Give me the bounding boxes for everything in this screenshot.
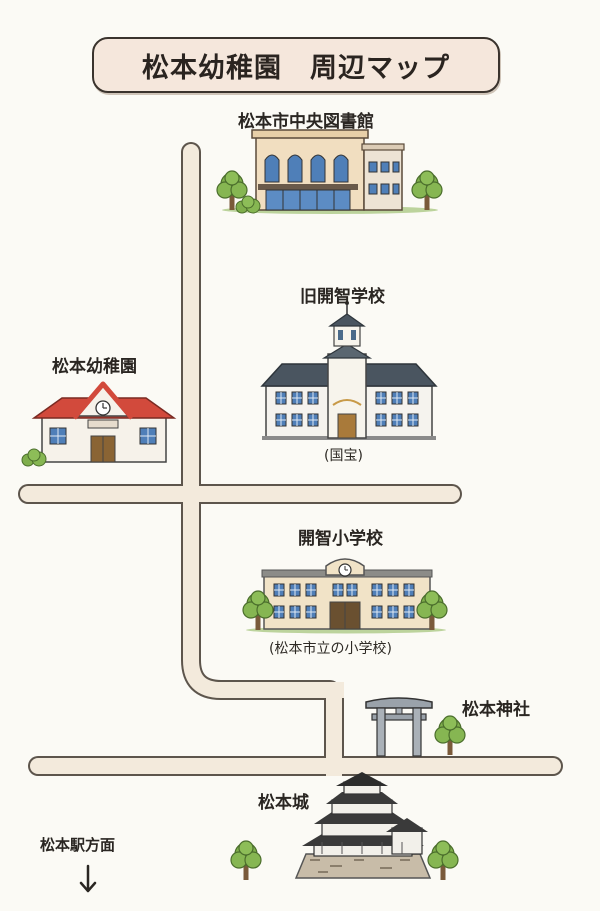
matsumoto-castle xyxy=(230,772,459,881)
label-kindergarten: 松本幼稚園 xyxy=(52,357,137,377)
label-kaichi-elementary: 開智小学校 xyxy=(298,529,383,549)
kindergarten-building xyxy=(21,381,177,467)
label-shrine: 松本神社 xyxy=(462,700,530,720)
tree-icon xyxy=(230,840,262,881)
shrine-torii-gate xyxy=(365,697,466,757)
label-castle: 松本城 xyxy=(258,793,309,813)
tree-icon xyxy=(427,840,459,881)
arrow-down-icon xyxy=(79,864,97,893)
map-title: 松本幼稚園 周辺マップ xyxy=(142,52,450,84)
label-national-treasure: (国宝) xyxy=(324,448,363,464)
kaichi-elementary-building xyxy=(242,558,448,634)
library-building xyxy=(216,129,443,214)
label-station-direction: 松本駅方面 xyxy=(40,836,116,854)
old-kaichi-school-building xyxy=(260,301,438,440)
label-municipal-school-note: (松本市立の小学校) xyxy=(269,641,392,657)
roads xyxy=(18,142,563,776)
tree-icon xyxy=(434,715,466,756)
map-title-box: 松本幼稚園 周辺マップ xyxy=(92,37,500,93)
label-old-kaichi-school: 旧開智学校 xyxy=(300,287,385,307)
tree-icon xyxy=(411,170,443,211)
label-library: 松本市中央図書館 xyxy=(238,112,374,132)
